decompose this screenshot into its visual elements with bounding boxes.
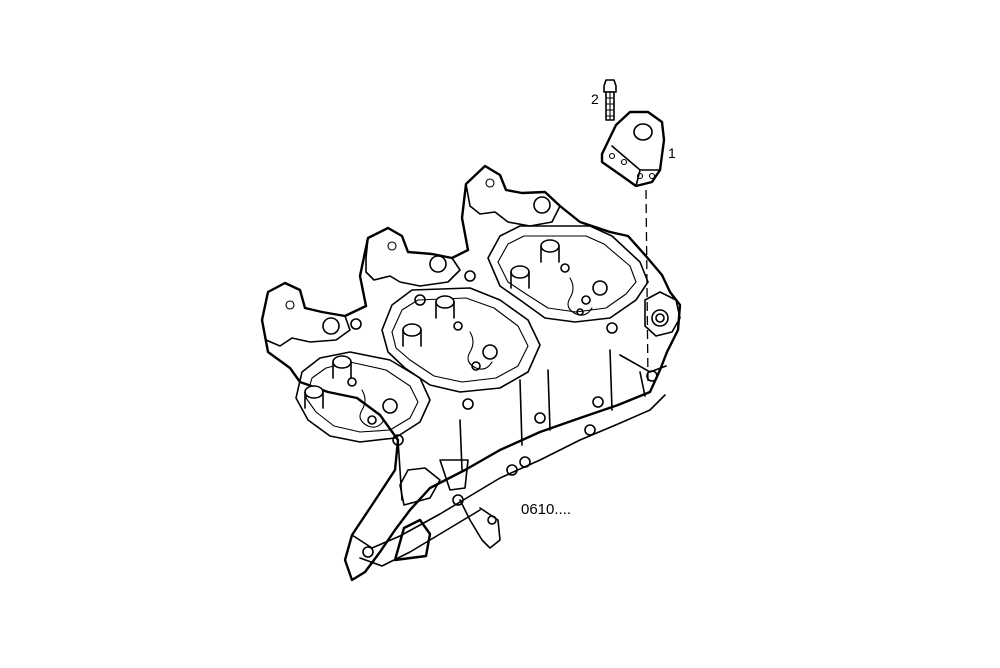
assembly-centerline	[645, 189, 649, 383]
top-holes	[347, 263, 618, 425]
valve-stems	[304, 239, 560, 409]
reference-code: 0610....	[521, 501, 571, 518]
pedestal-hole-front	[322, 317, 340, 335]
pedestal-hole-rear	[533, 196, 551, 214]
rocker-pedestal-front	[261, 282, 351, 347]
pedestal-hole-middle	[429, 255, 447, 273]
rocker-pedestal-middle	[365, 227, 461, 287]
lifting-bracket	[600, 110, 666, 188]
rocker-pedestal-rear	[465, 165, 561, 227]
cylinder-head	[260, 164, 682, 582]
pedestal-hole-rear-small	[485, 178, 495, 188]
pedestal-hole-front-small	[285, 300, 295, 310]
callout-bracket-number: 1	[668, 145, 676, 161]
cylinder-head-outline	[260, 164, 682, 582]
end-boss	[644, 291, 681, 337]
gasket-rail-rear-inner	[497, 235, 637, 313]
side-face	[392, 349, 667, 501]
bolt	[603, 79, 617, 121]
gasket-rail-middle-inner	[391, 297, 529, 383]
gasket-rail-middle	[381, 287, 541, 393]
callout-bolt-number: 2	[591, 91, 599, 107]
gasket-rail-front-inner	[305, 361, 419, 433]
gasket-rail-front	[295, 351, 431, 443]
rocker-slots	[359, 277, 593, 428]
lower-flange	[351, 394, 666, 567]
pedestal-hole-middle-small	[387, 241, 397, 251]
